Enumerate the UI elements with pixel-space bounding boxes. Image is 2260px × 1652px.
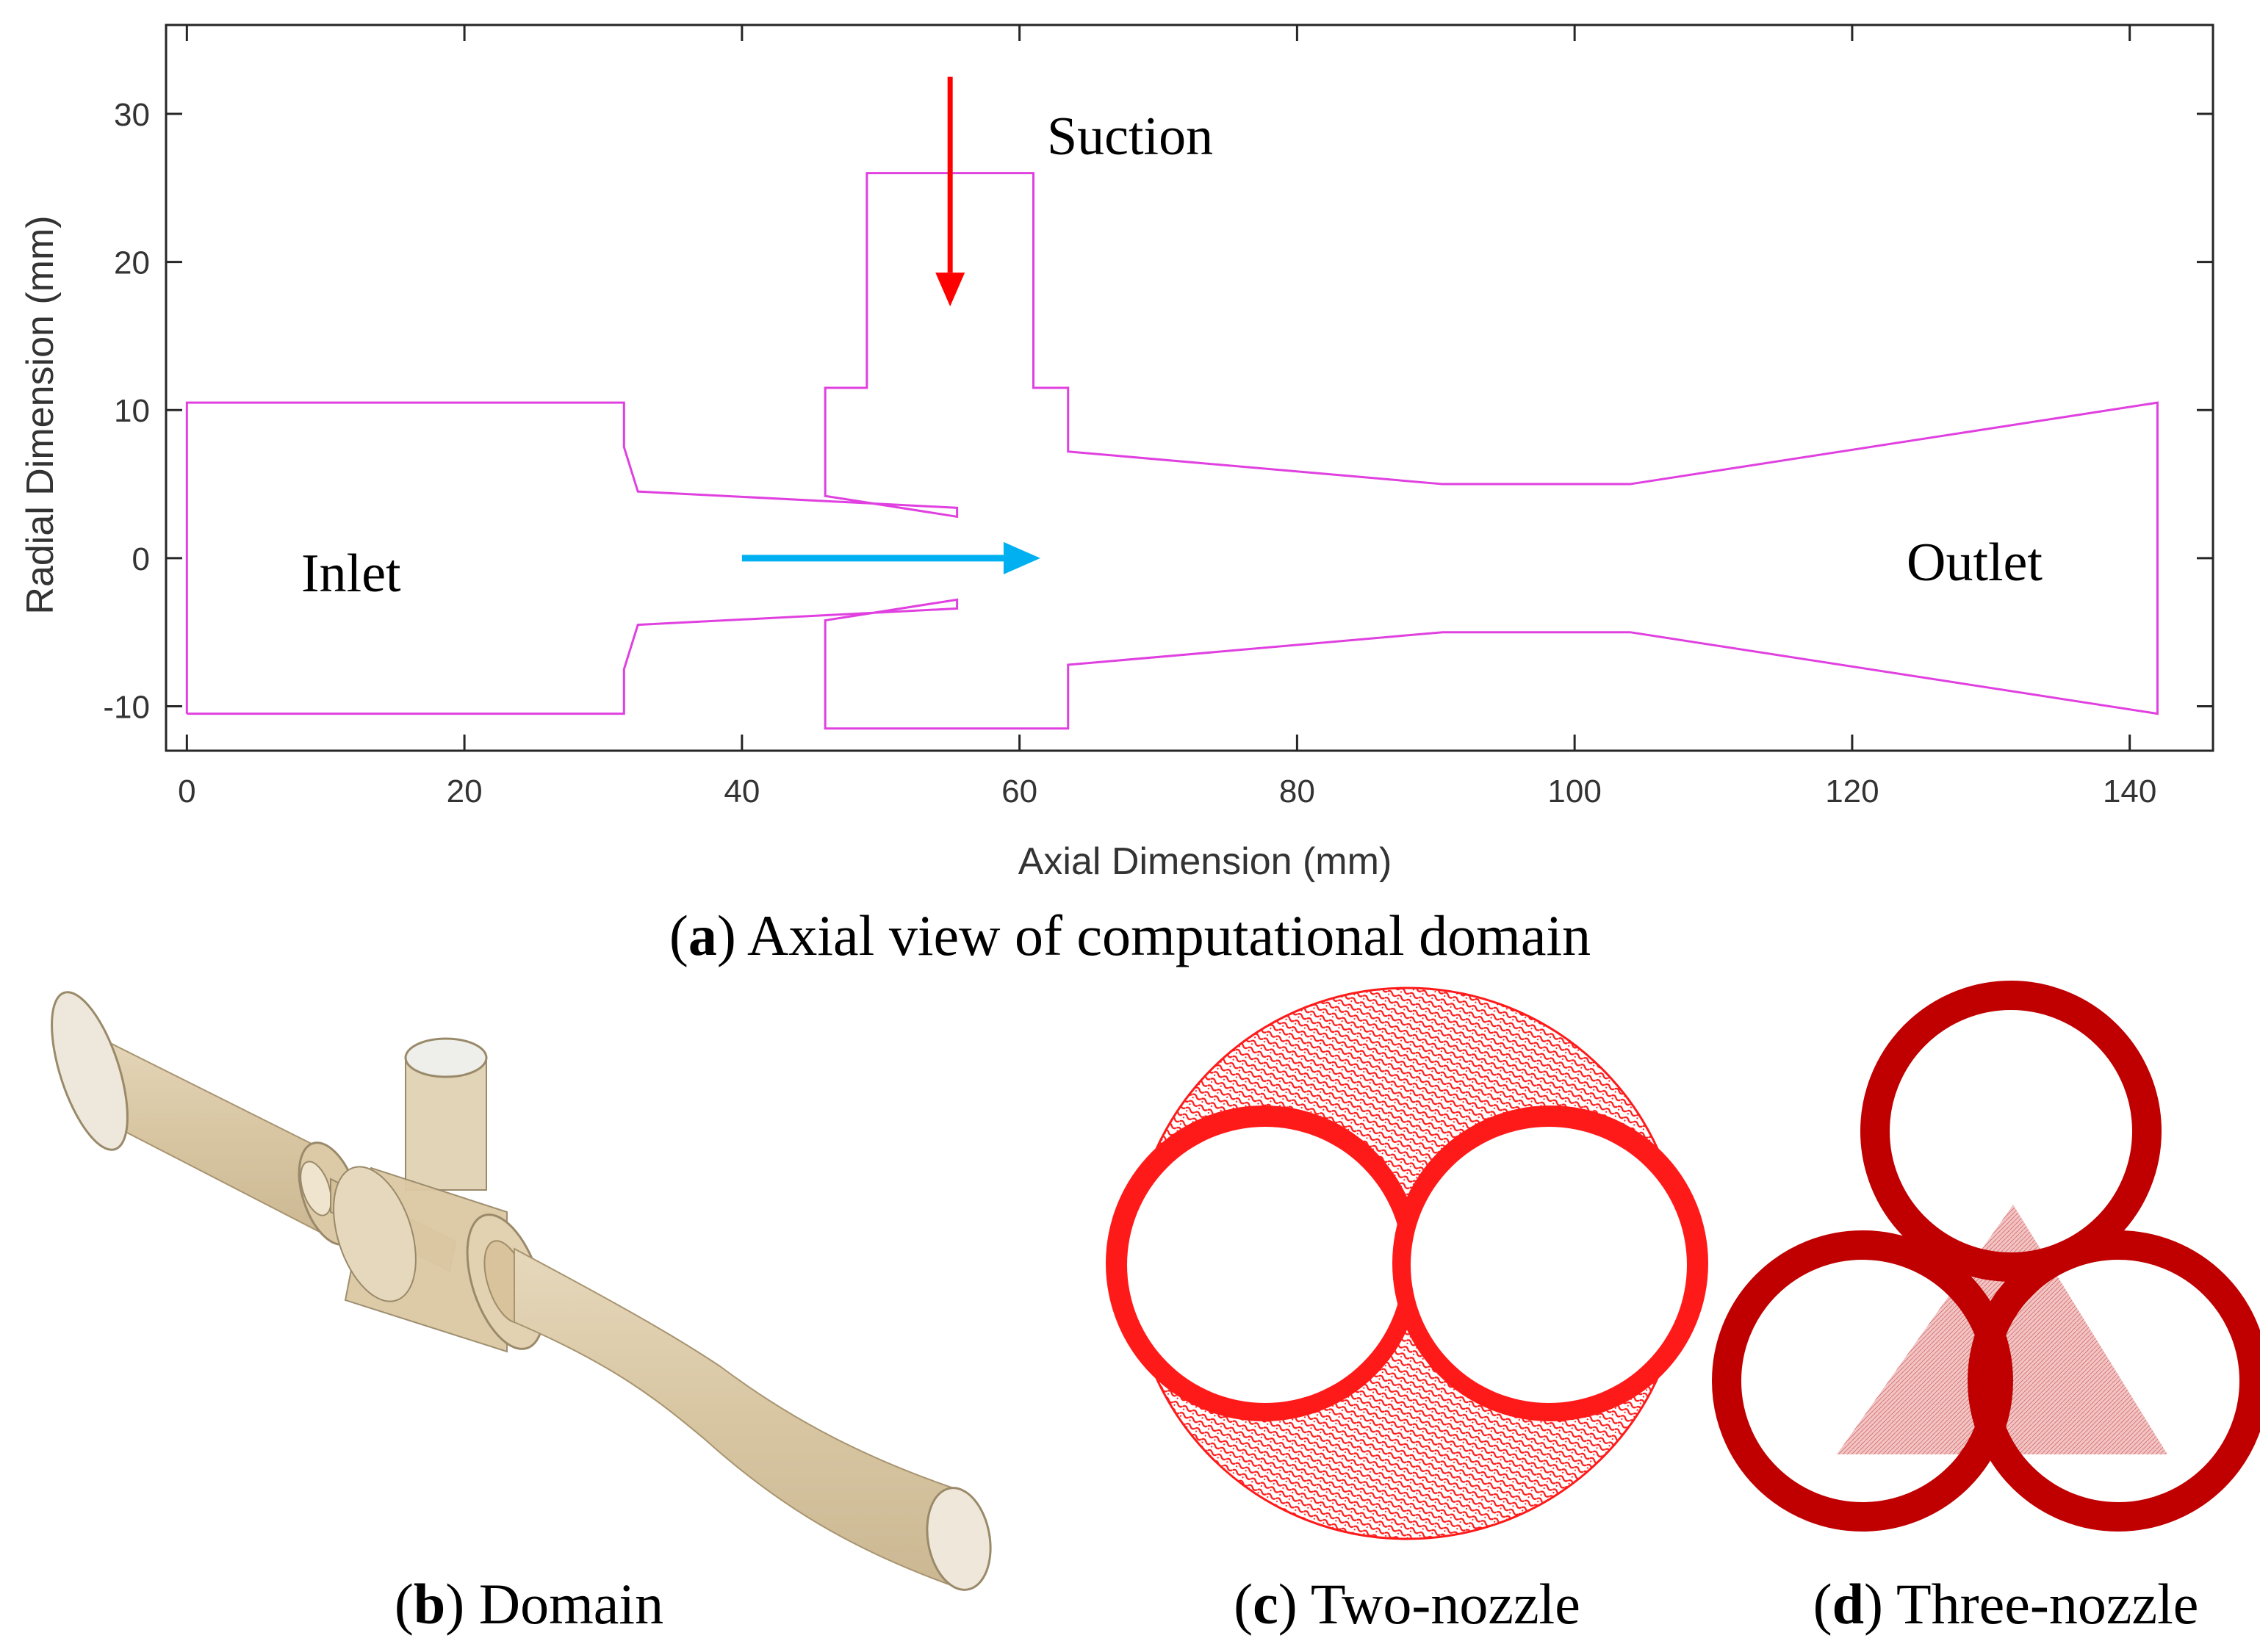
- x-tick-label: 60: [1001, 773, 1037, 809]
- axis-ticks: [166, 25, 2213, 751]
- axis-tick-labels: 0 20 40 60 80 100 120 140 -10 0 10 20 30: [103, 97, 2156, 809]
- inlet-step-ring: [300, 1161, 332, 1216]
- panel-a-caption-letter: a: [688, 903, 717, 967]
- y-axis-label: Radial Dimension (mm): [19, 215, 62, 614]
- panel-d-caption: (d) Three-nozzle: [1813, 1572, 2199, 1636]
- domain-outline: [185, 172, 2159, 730]
- two-nozzle-left-hole: [1127, 1127, 1403, 1403]
- x-tick-label: 100: [1547, 773, 1601, 809]
- three-nozzle-top-ring: [1860, 981, 2162, 1282]
- inlet-label: Inlet: [301, 544, 401, 604]
- y-tick-label: 10: [114, 393, 150, 429]
- panel-d-caption-text: ) Three-nozzle: [1864, 1572, 2198, 1636]
- x-tick-label: 40: [724, 773, 760, 809]
- panel-b-caption-text: ) Domain: [445, 1572, 663, 1636]
- suction-arrow: [935, 76, 965, 307]
- panel-d-caption-letter: d: [1832, 1572, 1864, 1636]
- inlet-flow-arrow: [741, 541, 1040, 574]
- x-axis-label: Axial Dimension (mm): [1018, 840, 1392, 883]
- mixing-chamber-front: [333, 1166, 417, 1302]
- suction-arrow-head: [935, 273, 965, 307]
- panel-b-caption: (b) Domain: [395, 1572, 663, 1636]
- three-nozzle-right-ring: [1968, 1230, 2260, 1532]
- panel-d-three-nozzle: (d) Three-nozzle: [1712, 981, 2260, 1636]
- panel-c-two-nozzle: (c) Two-nozzle: [1106, 986, 1708, 1636]
- x-tick-label: 20: [447, 773, 483, 809]
- x-tick-label: 0: [178, 773, 195, 809]
- panel-c-caption: (c) Two-nozzle: [1234, 1572, 1580, 1636]
- x-tick-label: 120: [1825, 773, 1879, 809]
- outlet-label: Outlet: [1907, 533, 2043, 593]
- suction-pipe-opening-icon: [404, 1037, 488, 1078]
- two-nozzle-right-hole: [1411, 1127, 1687, 1403]
- three-nozzle-left-ring: [1712, 1230, 2013, 1532]
- panel-a-plot: 0 20 40 60 80 100 120 140 -10 0 10 20 30 Suction Inl…: [19, 24, 2214, 967]
- y-tick-label: 30: [114, 97, 150, 133]
- inlet-opening-icon: [51, 991, 129, 1151]
- y-tick-label: -10: [103, 690, 150, 726]
- x-tick-label: 80: [1279, 773, 1315, 809]
- y-tick-label: 0: [132, 541, 150, 577]
- plot-area-frame: [165, 24, 2214, 752]
- outlet-opening-icon: [926, 1487, 992, 1591]
- x-tick-label: 140: [2103, 773, 2156, 809]
- panel-c-caption-text: ) Two-nozzle: [1278, 1572, 1580, 1636]
- suction-label: Suction: [1047, 107, 1213, 167]
- y-tick-label: 20: [114, 245, 150, 281]
- panel-a-caption-text: ) Axial view of computational domain: [717, 903, 1591, 967]
- panel-a-caption: (a) Axial view of computational domain: [669, 903, 1591, 967]
- panel-b-caption-letter: b: [414, 1572, 445, 1636]
- panel-b-domain-render: (b) Domain: [51, 991, 992, 1636]
- suction-pipe-body: [405, 1057, 487, 1191]
- diffuser-body: [514, 1247, 964, 1588]
- inlet-flow-arrow-head: [1003, 541, 1040, 574]
- panel-c-caption-letter: c: [1253, 1572, 1278, 1636]
